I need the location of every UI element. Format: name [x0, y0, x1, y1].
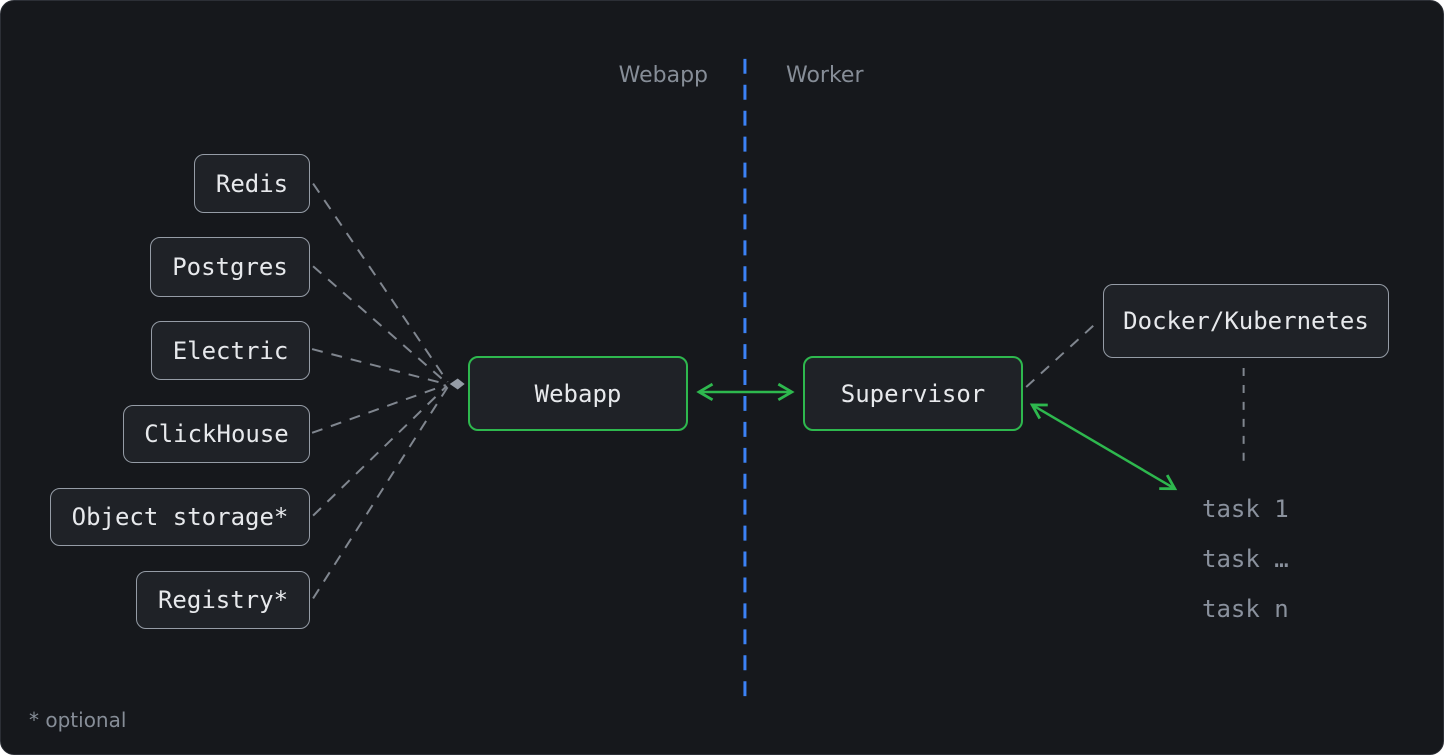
node-webapp: Webapp	[468, 356, 688, 431]
task-item-ellipsis: task …	[1202, 545, 1289, 573]
lane-label-webapp: Webapp	[618, 63, 708, 88]
node-supervisor: Supervisor	[803, 356, 1023, 431]
connector-postgres-webapp	[312, 265, 448, 384]
node-redis: Redis	[194, 154, 310, 213]
optional-footnote: * optional	[29, 708, 127, 732]
task-list: task 1 task … task n	[1202, 484, 1289, 634]
task-item-n: task n	[1202, 595, 1289, 623]
node-object-storage: Object storage*	[50, 488, 310, 546]
connector-redis-webapp	[312, 182, 449, 383]
connector-clickhouse-webapp	[311, 384, 447, 434]
arrow-supervisor-tasks	[1029, 403, 1178, 491]
node-clickhouse: ClickHouse	[123, 405, 310, 463]
connector-electric-webapp	[311, 348, 446, 385]
task-item-1: task 1	[1202, 495, 1289, 523]
node-postgres: Postgres	[150, 237, 310, 297]
node-electric: Electric	[151, 321, 310, 380]
connector-objectstorage-webapp	[312, 385, 448, 517]
fan-in-arrowhead	[449, 378, 465, 390]
node-docker-kubernetes: Docker/Kubernetes	[1103, 284, 1389, 358]
connector-supervisor-runtime	[1025, 323, 1096, 388]
lane-label-worker: Worker	[786, 63, 864, 88]
connector-registry-webapp	[312, 386, 449, 599]
node-registry: Registry*	[136, 571, 310, 629]
